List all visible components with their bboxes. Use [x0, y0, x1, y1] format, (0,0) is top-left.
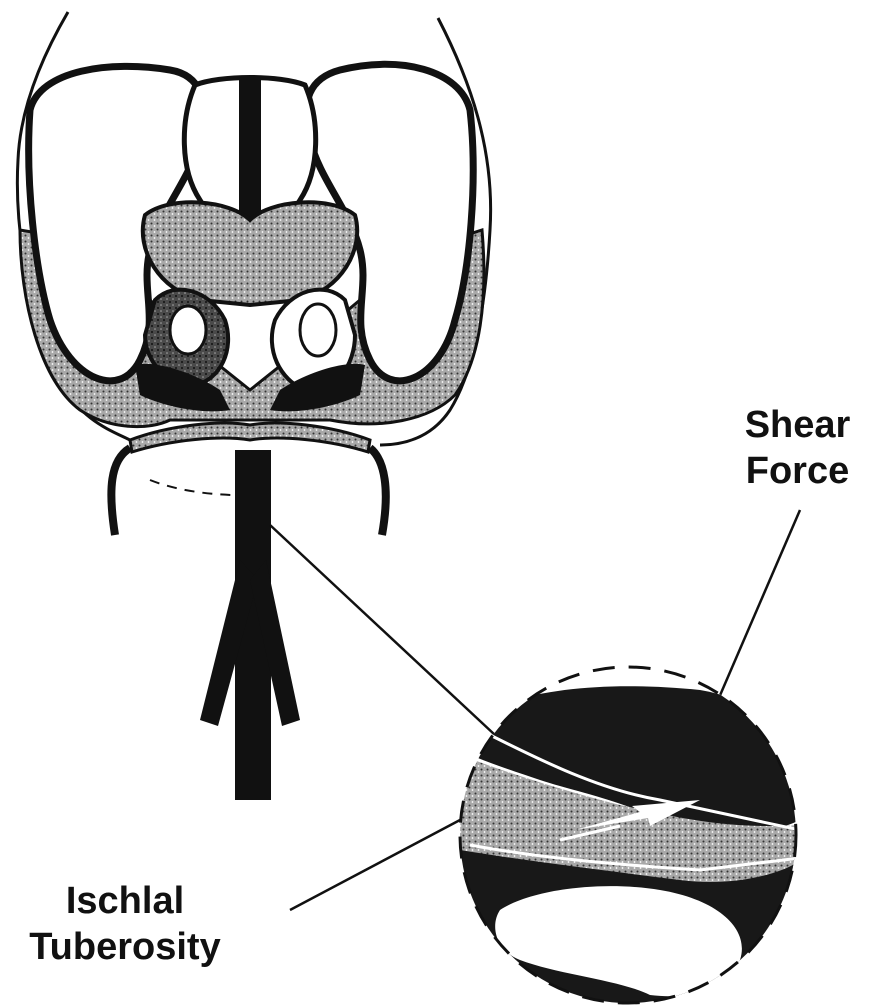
shear-force-label-line1: Shear: [730, 402, 865, 448]
ischial-tuberosity-label-line2: Tuberosity: [0, 924, 250, 970]
pelvis: [29, 64, 473, 411]
shear-force-label: Shear Force: [730, 402, 865, 494]
ischial-tuberosity-label: Ischlal Tuberosity: [0, 878, 250, 970]
magnified-view: [460, 667, 800, 1008]
ischial-tuberosity-label-line1: Ischlal: [0, 878, 250, 924]
legs: [200, 450, 300, 800]
shear-force-label-line2: Force: [730, 448, 865, 494]
